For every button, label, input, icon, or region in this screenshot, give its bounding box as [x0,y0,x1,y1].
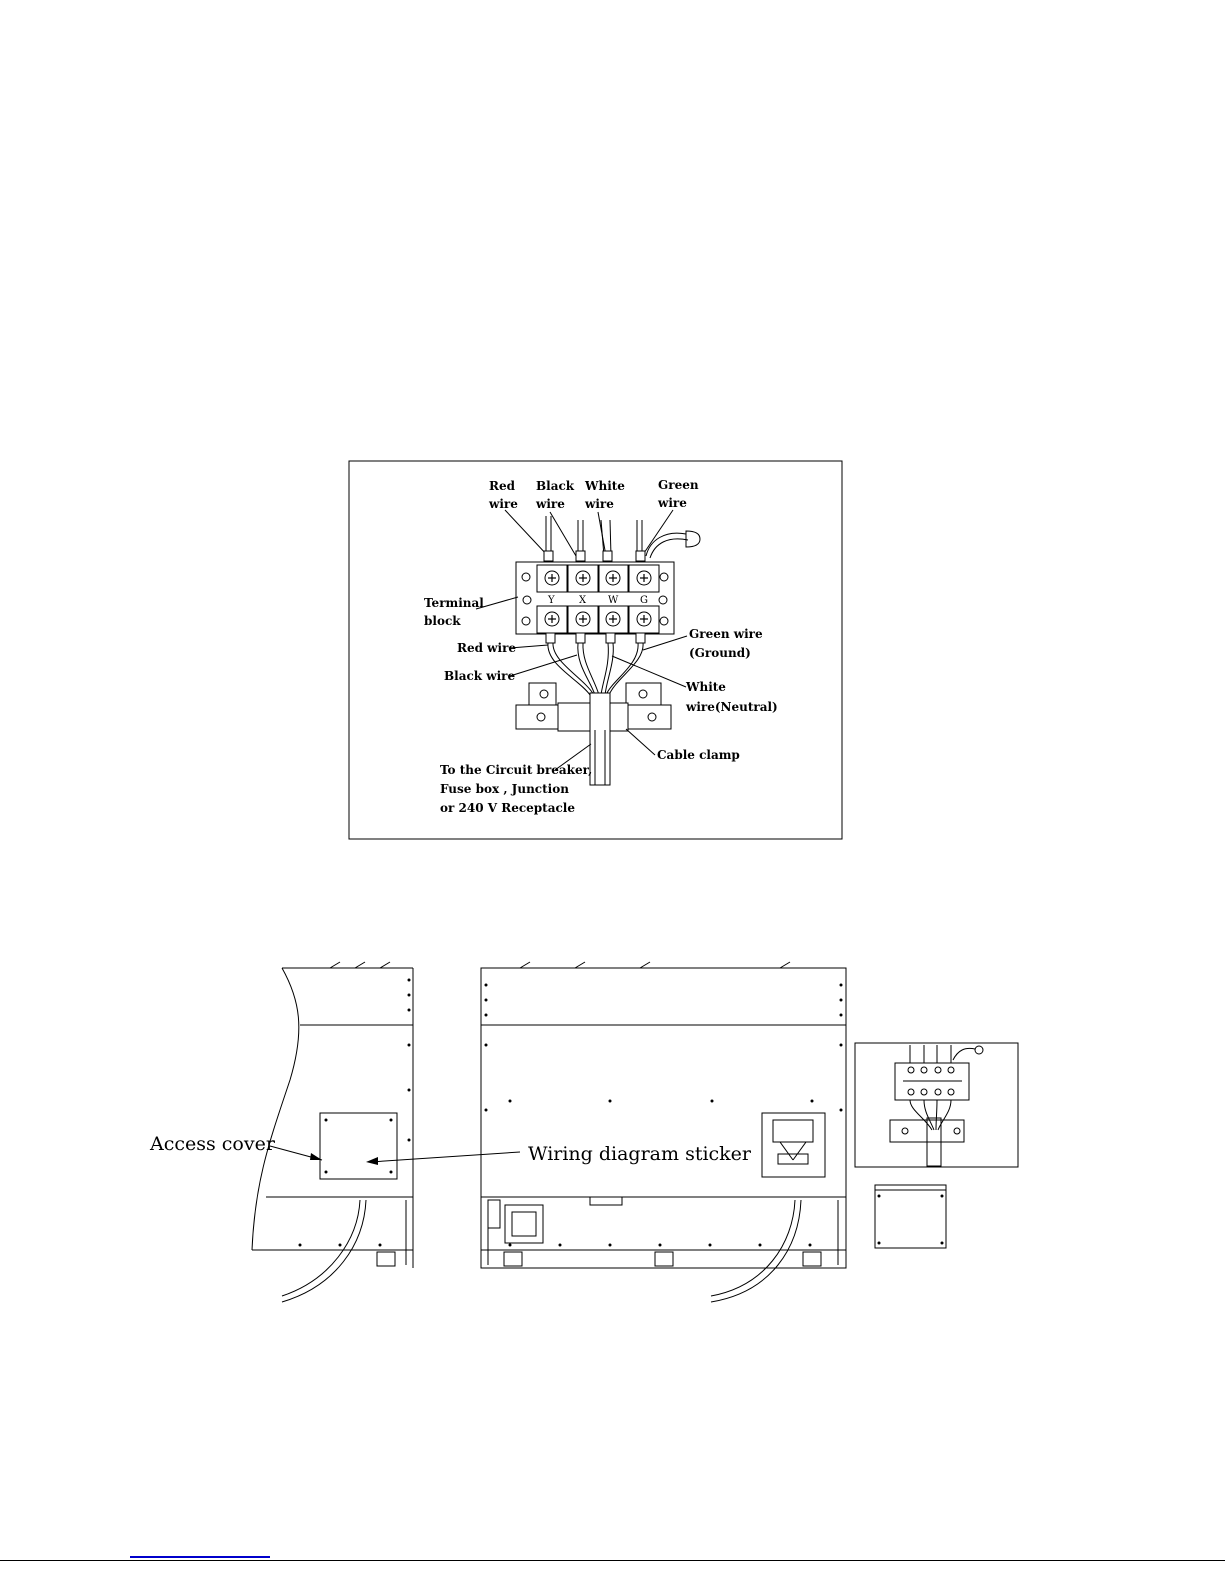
top-wire-ferrules [544,551,645,561]
terminal-letter-x: X [579,595,587,606]
label-white-wire-top-2: wire [584,497,614,511]
label-black-wire-top-2: wire [535,497,565,511]
label-green-wire-2: (Ground) [689,646,751,660]
footer-rule [0,1560,1225,1561]
label-green-wire-top-1: Green [658,478,699,492]
label-black-wire-top-1: Black [536,479,575,493]
label-access-cover: Access cover [149,1133,276,1155]
label-wiring-diagram-sticker: Wiring diagram sticker [528,1143,752,1165]
label-green-wire-top-2: wire [657,496,687,510]
footer-link-underline[interactable] [130,1556,270,1558]
terminal-letter-y: Y [547,595,555,606]
unit-front-view [481,962,846,1302]
terminal-letter-g: G [640,595,648,606]
access-cover-panel [875,1185,946,1248]
label-destination-2: Fuse box , Junction [440,782,569,796]
label-white-wire-1: White [685,680,726,694]
inset-wiring-detail [855,1043,1018,1167]
label-white-wire-2: wire(Neutral) [685,700,778,714]
terminal-letter-w: W [608,595,619,606]
label-terminal-block-2: block [424,614,461,628]
label-red-wire-top-2: wire [488,497,518,511]
unit-side-view [252,962,413,1302]
label-red-wire: Red wire [457,641,516,655]
label-black-wire: Black wire [444,669,515,683]
label-destination-3: or 240 V Receptacle [440,801,575,815]
label-green-wire-1: Green wire [689,627,763,641]
terminal-block [516,562,674,634]
label-red-wire-top-1: Red [489,479,516,493]
label-cable-clamp: Cable clamp [657,748,740,762]
label-destination-1: To the Circuit breaker, [440,763,592,777]
label-white-wire-top-1: White [584,479,625,493]
label-terminal-block-1: Terminal [424,596,484,610]
